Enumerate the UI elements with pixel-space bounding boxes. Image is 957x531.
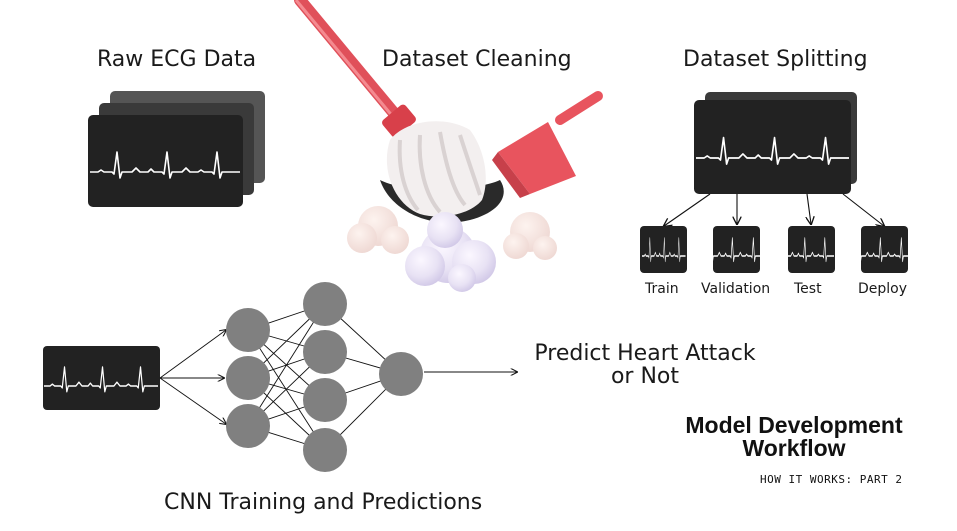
workflow-title-line-2: Workflow (742, 435, 846, 461)
split-label-deploy: Deploy (858, 281, 908, 297)
mop-icon (294, 0, 504, 223)
cnn-training-title: CNN Training and Predictions (164, 490, 483, 515)
dataset-splitting-title: Dataset Splitting (683, 47, 868, 72)
cnn-input-card-icon (43, 346, 160, 410)
split-label-validation: Validation (701, 281, 771, 297)
prediction-line-1: Predict Heart Attack (534, 341, 756, 366)
split-source-card-icon (694, 92, 857, 194)
dust-cloud-icon (347, 206, 557, 292)
split-label-test: Test (794, 281, 822, 297)
prediction-line-2: or Not (610, 364, 680, 389)
split-test-card-icon (773, 226, 835, 273)
workflow-title-line-1: Model Development (685, 412, 903, 438)
dustpan-icon (492, 91, 603, 198)
split-label-train: Train (645, 281, 679, 297)
split-validation-card-icon (699, 226, 764, 273)
workflow-title: Model Development Workflow (665, 414, 923, 460)
split-deploy-card-icon (847, 226, 912, 273)
prediction-output-label: Predict Heart Attack or Not (520, 342, 770, 388)
dataset-cleaning-title: Dataset Cleaning (382, 47, 572, 72)
split-train-card-icon (640, 226, 687, 273)
raw-ecg-stack-icon (88, 91, 265, 207)
workflow-subtitle: HOW IT WORKS: PART 2 (760, 473, 903, 486)
split-arrows (664, 193, 884, 226)
neural-network-icon (159, 282, 517, 472)
raw-ecg-title: Raw ECG Data (97, 47, 257, 72)
